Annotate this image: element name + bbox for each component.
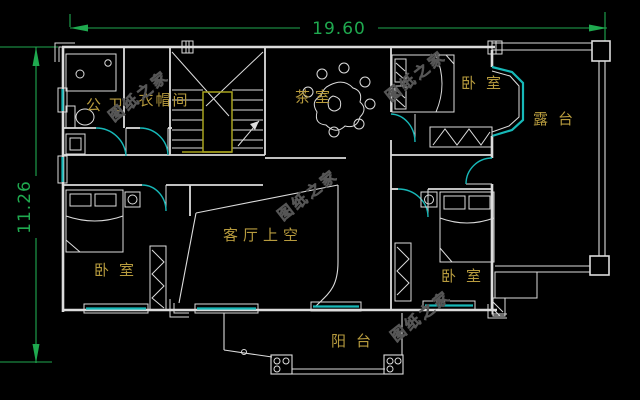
stool <box>302 86 314 98</box>
room-label-bedroom-bottom-right: 卧室 <box>441 267 491 285</box>
watermark-text: 图纸之家 <box>387 287 455 346</box>
balcony-post-right <box>383 354 404 375</box>
stair-break-line <box>171 51 230 117</box>
room-label-terrace: 露台 <box>533 110 583 128</box>
room-label-balcony: 阳台 <box>331 332 381 350</box>
living-void-edge <box>178 184 339 307</box>
tea-table-set <box>302 62 376 138</box>
room-label-bedroom-top-right: 卧室 <box>461 74 511 92</box>
balcony-post-left <box>270 354 293 375</box>
dimension-left: 11.26 <box>0 46 58 363</box>
window-bottom-1 <box>83 303 149 314</box>
stool <box>359 76 371 88</box>
bedroom-top-right-door <box>390 113 416 143</box>
stool <box>353 118 365 130</box>
terrace-step-hatch <box>492 297 506 317</box>
nightstand <box>124 191 141 208</box>
stool <box>338 62 350 74</box>
stool <box>364 98 376 110</box>
toilet-tank <box>65 105 76 129</box>
wardrobe-bottom-right <box>394 242 412 302</box>
interior-walls <box>63 47 492 310</box>
terrace-step <box>494 271 538 299</box>
floor-drain <box>75 69 85 79</box>
stair-break-line <box>205 51 264 107</box>
stair-handrail <box>202 91 233 153</box>
dimension-top: 19.60 <box>69 12 607 44</box>
room-label-tea-room: 茶室 <box>295 88 335 106</box>
toilet-bowl <box>75 108 95 126</box>
dim-arrow-up <box>32 47 40 66</box>
terrace-column-bottom <box>589 255 610 276</box>
wardrobe-bottom-left <box>149 245 167 311</box>
stool <box>328 126 340 138</box>
dimension-height-label: 11.26 <box>15 180 35 234</box>
window-bottom-3 <box>310 301 362 312</box>
balcony-railing <box>223 313 404 375</box>
bathroom-door <box>95 127 127 157</box>
wall-corner-markers <box>54 40 507 319</box>
window-bottom-2 <box>194 303 259 314</box>
doors <box>95 113 493 218</box>
window-left-lower <box>57 155 68 184</box>
room-label-living-room-void: 客厅上空 <box>223 226 303 244</box>
room-label-bedroom-bottom-left: 卧室 <box>94 261 144 279</box>
room-labels: 公卫 衣帽间 茶室 卧室 露台 客厅上空 卧室 卧室 阳台 <box>86 74 583 350</box>
room-label-public-bathroom: 公卫 <box>86 96 130 114</box>
cloakroom-door <box>139 127 169 156</box>
dimension-width-label: 19.60 <box>312 19 366 39</box>
washbasin <box>65 133 86 155</box>
bathroom-fixtures <box>65 53 117 155</box>
tea-table <box>313 81 365 131</box>
nightstand <box>420 191 438 208</box>
window-left-upper <box>57 87 68 113</box>
stool <box>316 68 328 80</box>
terrace-column-top <box>591 40 611 62</box>
bedroom-bottom-right-door <box>397 188 429 218</box>
window-bottom-4 <box>422 300 476 311</box>
windows <box>57 65 525 314</box>
bedroom-bottom-left-door <box>141 184 167 212</box>
shower-area <box>65 53 117 92</box>
staircase <box>171 51 264 153</box>
wardrobe-top-right <box>429 126 493 148</box>
bay-window <box>491 65 525 138</box>
dim-arrow-left <box>70 24 88 32</box>
terrace-railing <box>492 40 611 317</box>
bed-bottom-left <box>65 189 141 253</box>
dim-arrow-down <box>32 344 40 363</box>
dim-arrow-right <box>589 24 607 32</box>
bed-top-right <box>391 54 455 113</box>
terrace-door <box>465 157 493 185</box>
room-label-cloakroom: 衣帽间 <box>138 91 189 109</box>
bed-bottom-right <box>420 191 495 263</box>
